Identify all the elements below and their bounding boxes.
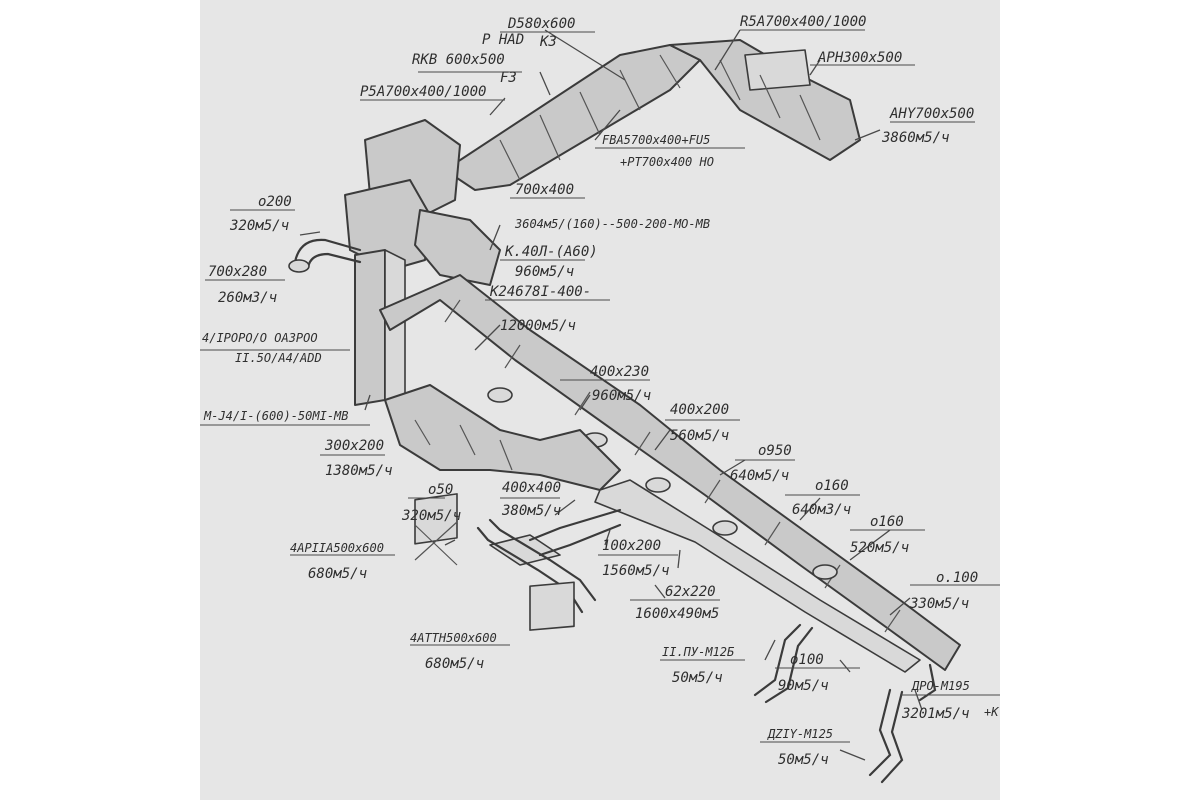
label-f3: F3 xyxy=(500,70,517,86)
label-o160a-flow: 640м3/ч xyxy=(792,502,851,518)
label-700x280: 700x280 xyxy=(208,264,267,280)
label-400x200: 400x200 xyxy=(670,402,729,418)
label-o200-flow: 320м5/ч xyxy=(229,218,289,234)
label-dpy1: II.ПУ-M12Б xyxy=(662,645,735,659)
label-apn300: APH300x500 xyxy=(817,50,902,66)
label-o160b: o160 xyxy=(870,514,904,530)
label-o50-flow: 320м5/ч xyxy=(401,508,461,524)
label-a4ap: 4APIIA500x600 xyxy=(290,541,384,555)
label-r5a: R5A700x400/1000 xyxy=(740,14,866,30)
label-o200: o200 xyxy=(258,194,292,210)
label-dzy: ДZIY-M125 xyxy=(767,727,833,741)
label-a4ap-flow: 680м5/ч xyxy=(308,566,367,582)
label-dpy1-flow: 50м5/ч xyxy=(672,670,723,686)
label-1600: 1600x490м5 xyxy=(635,606,719,622)
label-700x400: 700x400 xyxy=(515,182,574,198)
label-o50: o50 xyxy=(428,482,453,498)
label-300x200-flow: 1380м5/ч xyxy=(325,463,392,479)
label-400x200-flow: 560м5/ч xyxy=(670,428,729,444)
duct-isometric-drawing: D580x600 P HAD K3 RKB 600x500 F3 P5A700x… xyxy=(200,14,1000,784)
label-a4att: 4ATTH500x600 xyxy=(410,631,497,645)
label-dpo-flow: 3201м5/ч xyxy=(901,706,969,722)
label-400x400-flow: 380м5/ч xyxy=(501,503,561,519)
label-dpo: ДPO-M195 xyxy=(911,679,970,693)
label-phad: P HAD xyxy=(482,32,524,48)
label-3604: 3604м5/(160)--500-200-MO-MB xyxy=(514,217,710,231)
fan-unit xyxy=(344,119,501,286)
duct-labels: D580x600 P HAD K3 RKB 600x500 F3 P5A700x… xyxy=(202,14,999,768)
label-vert2: II.5O/A4/ADD xyxy=(235,351,322,365)
label-400x230-flow: 960м5/ч xyxy=(592,388,651,404)
label-o100a-flow: 330м5/ч xyxy=(909,596,969,612)
label-underlines xyxy=(200,29,1000,743)
label-o950-flow: 640м5/ч xyxy=(730,468,789,484)
label-400x230: 400x230 xyxy=(590,364,649,380)
label-rkb: RKB 600x500 xyxy=(412,52,505,68)
label-o160b-flow: 520м5/ч xyxy=(850,540,909,556)
upper-duct-run xyxy=(444,39,861,191)
label-k40l: K.40Л-(A60) xyxy=(504,244,598,260)
label-300x200: 300x200 xyxy=(324,438,384,454)
label-dzy-flow: 50м5/ч xyxy=(778,752,829,768)
label-vert1: 4/IPOPO/O OA3POO xyxy=(202,331,318,345)
label-260: 260м3/ч xyxy=(218,290,277,306)
leader-lines xyxy=(299,29,923,761)
lower-left-duct xyxy=(384,384,621,491)
label-o160a: o160 xyxy=(815,478,849,494)
label-k40l-flow: 960м5/ч xyxy=(515,264,574,280)
label-pt700: +PT700x400 HO xyxy=(620,155,714,169)
label-62x220: 62x220 xyxy=(665,584,716,600)
drawing-sheet: D580x600 P HAD K3 RKB 600x500 F3 P5A700x… xyxy=(200,0,1000,800)
label-ahy700: AHY700x500 xyxy=(889,106,974,122)
label-a4att-flow: 680м5/ч xyxy=(425,656,484,672)
label-o100b-flow: 90м5/ч xyxy=(778,678,829,694)
diffuser-drops xyxy=(753,623,937,784)
label-d580: D580x600 xyxy=(507,16,575,32)
secondary-duct xyxy=(489,479,921,673)
label-o100a: o.100 xyxy=(936,570,978,586)
label-fba: FBA5700x400+FU5 xyxy=(602,133,710,147)
label-ahy-flow: 3860м5/ч xyxy=(881,130,949,146)
label-k3: K3 xyxy=(539,34,557,50)
label-p5a: P5A700x400/1000 xyxy=(360,84,486,100)
label-dpo-tail: +K xyxy=(984,705,999,719)
label-100x200-flow: 1560м5/ч xyxy=(602,563,669,579)
vertical-riser xyxy=(354,249,406,406)
label-100x200: 100x200 xyxy=(602,538,661,554)
label-mjan: M-J4/I-(600)-50MI-MB xyxy=(203,409,349,423)
label-k24-flow: 12000м5/ч xyxy=(500,318,576,334)
apn-box xyxy=(744,49,811,91)
label-o100b: o100 xyxy=(790,652,824,668)
label-k24: K24678I-400- xyxy=(489,284,591,300)
label-o950: o950 xyxy=(758,443,792,459)
label-400x400: 400x400 xyxy=(502,480,561,496)
air-distributor-branch xyxy=(414,493,597,631)
o200-elbow xyxy=(288,238,362,273)
